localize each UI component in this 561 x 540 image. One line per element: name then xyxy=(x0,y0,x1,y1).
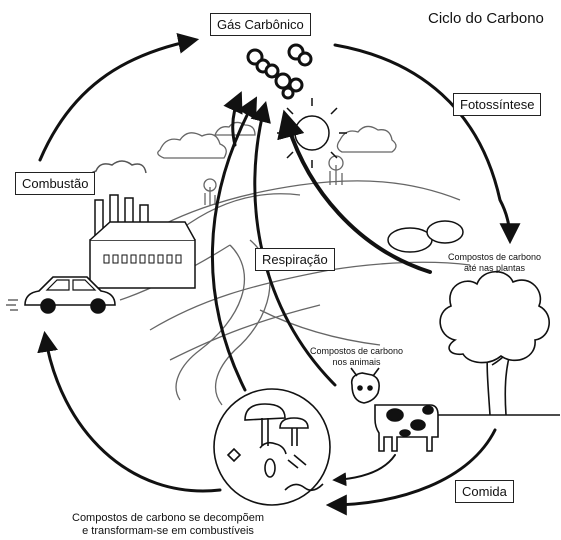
co2-bubbles-icon xyxy=(246,43,313,100)
cycle-arrows xyxy=(37,33,521,516)
car-icon xyxy=(6,276,116,314)
animals-note: Compostos de carbono nos animais xyxy=(310,346,403,368)
diagram-title: Ciclo do Carbono xyxy=(428,10,544,27)
photosynthesis-arrow xyxy=(333,43,521,245)
plants-note-line1: Compostos de carbono xyxy=(448,252,542,262)
decomposer-respiration-arrow xyxy=(211,96,258,392)
plants-to-co2-arrow xyxy=(277,109,432,274)
combustion-arrow xyxy=(38,33,200,162)
photosynthesis-label: Fotossíntese xyxy=(453,93,542,116)
decomposer-fuel-arrow xyxy=(37,330,222,493)
food-label: Comida xyxy=(455,480,514,503)
co2-label: Gás Carbônico xyxy=(210,13,311,36)
tree-food-arrow xyxy=(325,428,497,516)
animals-note-line1: Compostos de carbono xyxy=(310,346,404,356)
combustion-label: Combustão xyxy=(15,172,96,195)
sun-icon xyxy=(277,98,347,168)
decomposers-icon xyxy=(213,388,331,506)
decompose-note-line2: e transformam-se em combustíveis xyxy=(82,525,254,537)
respiration-label: Respiração xyxy=(255,248,335,271)
tree-icon xyxy=(430,270,560,416)
animals-note-line2: nos animais xyxy=(332,357,381,367)
plants-note: Compostos de carbono até nas plantas xyxy=(448,252,541,274)
cow-icon xyxy=(350,367,439,452)
plants-note-line2: até nas plantas xyxy=(464,263,526,273)
decompose-note-line1: Compostos de carbono se decompõem xyxy=(72,512,264,524)
factory-icon xyxy=(87,160,196,289)
carbon-lumps-icon xyxy=(387,220,464,253)
cow-food-arrow xyxy=(332,454,396,487)
decompose-note: Compostos de carbono se decompõem e tran… xyxy=(72,512,264,538)
